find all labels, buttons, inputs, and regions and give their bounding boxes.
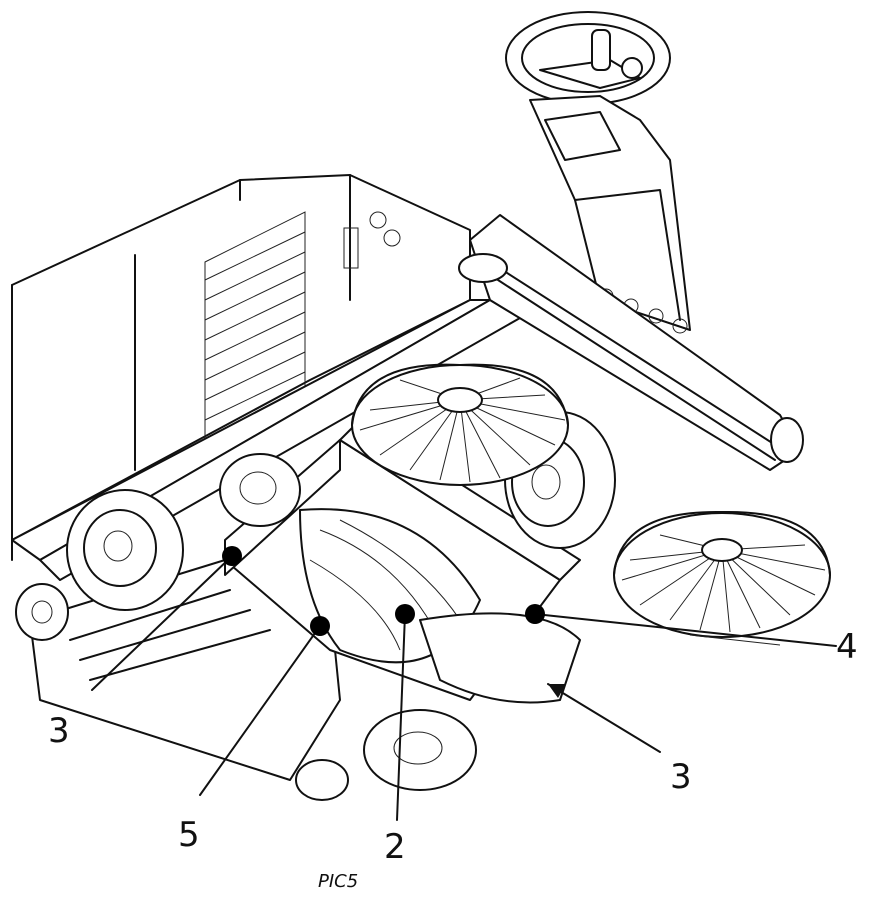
figure-caption: PIC5 [318,871,358,892]
rear-left-wheel [66,489,184,611]
callout-label-4: 4 [836,627,858,667]
callout-label-left-3: 3 [48,711,70,751]
callout-label-5: 5 [178,815,200,855]
front-housing [29,419,581,781]
callout-dots [222,546,545,636]
steering-wheel [505,11,671,105]
steering-column [529,95,691,334]
caster-wheel-left [15,583,69,641]
front-small-wheel [363,709,477,791]
vent-grille [204,211,306,441]
callout-label-2: 2 [384,827,406,867]
callout-arrowhead [548,684,566,698]
side-brush-right [613,510,831,646]
callout-leaders [91,555,837,821]
middle-wheel [219,453,301,527]
caster-wheel-front [295,759,349,801]
side-brush-center [351,363,569,486]
callout-label-right-3: 3 [670,757,692,797]
